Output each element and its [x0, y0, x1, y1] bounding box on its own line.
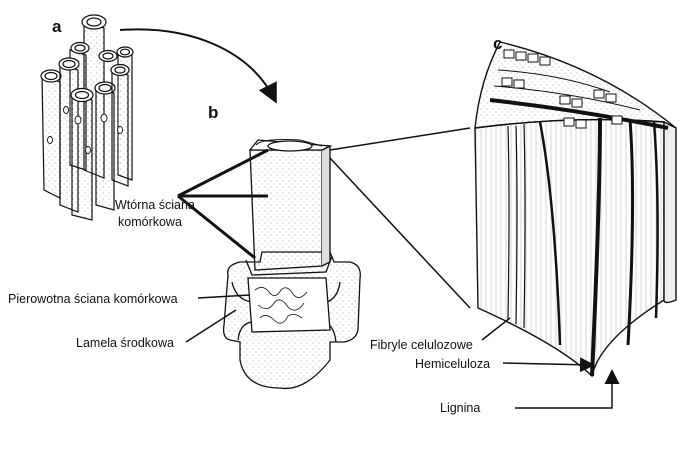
panel-b-cell — [222, 139, 361, 390]
hemicellulose-label: Hemiceluloza — [415, 357, 490, 371]
panel-b-leader-lines — [177, 148, 269, 260]
panel-c-wall-sector — [474, 41, 677, 378]
middle-lamella-label: Lamela środkowa — [76, 336, 174, 350]
lignin-label: Lignina — [440, 401, 480, 415]
arrow-a-to-b — [119, 28, 277, 104]
zoom-lines — [329, 127, 471, 309]
primary-wall-pointer — [197, 294, 251, 299]
panel-label-b: b — [208, 103, 218, 122]
middle-lamella-pointer — [185, 309, 237, 343]
secondary-wall-label-line1: Wtórna ściana — [115, 198, 195, 212]
cellulose-fibrils-label: Fibryle celulozowe — [370, 338, 473, 352]
lignin-pointer — [515, 369, 620, 409]
panel-label-c: c — [493, 34, 502, 53]
panel-a-tracheid-bundle — [40, 14, 134, 221]
primary-wall-label: Pierowotna ściana komórkowa — [8, 292, 178, 306]
hemicellulose-pointer — [502, 357, 595, 373]
panel-label-a: a — [52, 17, 62, 36]
fibrils-pointer — [481, 317, 511, 341]
secondary-wall-label-line2: komórkowa — [118, 215, 182, 229]
